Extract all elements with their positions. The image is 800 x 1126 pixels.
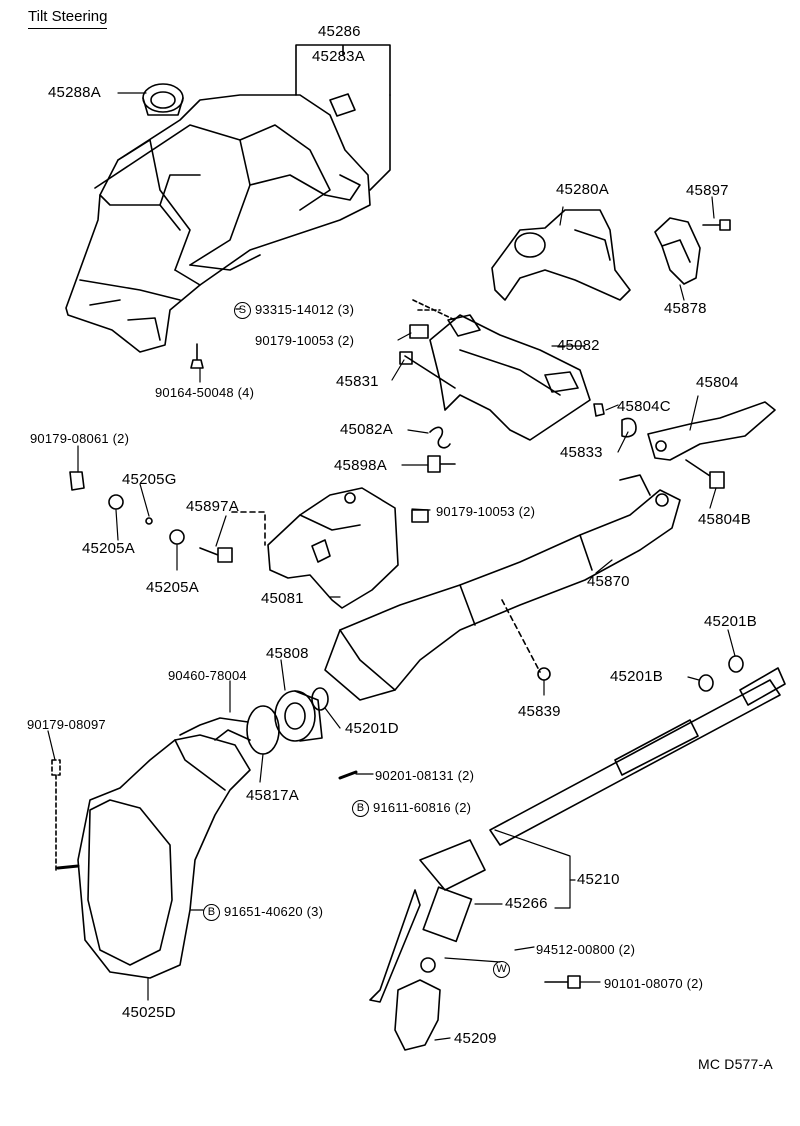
washer-45205A-a-illustration [108,494,124,510]
screw-90201-illustration [338,770,358,780]
ring-45201B-a-illustration [728,655,744,673]
label-45201B-a: 45201B [704,613,757,630]
label-90179-10053-b: 90179-10053 (2) [436,504,536,519]
label-45082A: 45082A [340,421,393,438]
screw-90179-08097-illustration [51,759,61,871]
label-45897A: 45897A [186,498,239,515]
part-45804C-illustration [593,403,605,417]
pin-45897A-illustration [199,547,233,563]
ring-45201B-b-illustration [698,674,714,692]
label-90179-08097: 90179-08097 [27,717,106,732]
label-91611-60816: B 91611-60816 (2) [352,799,472,818]
label-94512-00800: 94512-00800 (2) [536,942,636,957]
label-45205A-b: 45205A [146,579,199,596]
label-45839: 45839 [518,703,561,720]
part-45283A-illustration [329,93,356,117]
label-90179-10053-a: 90179-10053 (2) [255,333,355,348]
clamp-ring-45288A-illustration [142,83,184,116]
nut-90179-08061-illustration [69,471,85,491]
label-91651-text: 91651-40620 (3) [224,904,324,919]
part-45833-illustration [621,417,637,438]
part-45839-illustration [537,667,551,681]
nut-90179-10053-a-illustration [409,324,429,339]
part-45205G-illustration [145,517,153,525]
label-45897: 45897 [686,182,729,199]
label-45209: 45209 [454,1030,497,1047]
boot-45025D-illustration [77,717,251,979]
label-45205G: 45205G [122,471,177,488]
label-45280A: 45280A [556,181,609,198]
bracket-45280A-illustration [491,209,631,301]
symbol-b-icon: B [352,800,369,818]
diagram-code: MC D577-A [698,1056,773,1072]
label-93315-text: 93315-14012 (3) [255,302,355,317]
diagram-title: Tilt Steering [28,8,108,29]
label-45898A: 45898A [334,457,387,474]
label-45283A: 45283A [312,48,365,65]
ring-45817A-illustration [246,705,280,755]
label-45804B: 45804B [698,511,751,528]
label-94512-symbol: W [493,960,514,979]
bearing-45808-illustration [274,690,323,742]
bracket-45082-illustration [429,314,591,441]
leader-93315 [412,299,456,321]
symbol-w-icon: W [493,961,510,979]
label-45831: 45831 [336,373,379,390]
label-45025D: 45025D [122,1004,176,1021]
label-45205A-a: 45205A [82,540,135,557]
label-45288A: 45288A [48,84,101,101]
label-45804C: 45804C [617,398,671,415]
label-45266: 45266 [505,895,548,912]
column-tube-45870-illustration [324,474,681,701]
washer-45205A-b-illustration [169,529,185,545]
label-45210: 45210 [577,871,620,888]
label-45082: 45082 [557,337,600,354]
label-91651-40620: B 91651-40620 (3) [203,903,324,922]
shaft-45210-illustration [369,667,786,1003]
label-90164-50048: 90164-50048 (4) [155,385,255,400]
symbol-s-icon: S [234,302,251,320]
ring-45201D-illustration [311,687,329,711]
label-91611-text: 91611-60816 (2) [373,800,472,815]
label-45833: 45833 [560,444,603,461]
bracket-45081-illustration [267,487,399,609]
label-45286: 45286 [318,23,361,40]
cover-45878-illustration [654,217,701,285]
bolt-45898A-illustration [427,455,456,473]
label-45201D: 45201D [345,720,399,737]
screw-45897-illustration [702,219,731,231]
leader-45839 [501,599,541,673]
leader-lines [47,92,736,1041]
label-90101-08070: 90101-08070 (2) [604,976,704,991]
column-cover-illustration [65,94,371,369]
label-90201-08131: 90201-08131 (2) [375,768,475,783]
label-45878: 45878 [664,300,707,317]
label-45081: 45081 [261,590,304,607]
symbol-b-icon: B [203,904,220,922]
lever-45804-illustration [647,401,776,461]
joint-45209-illustration [394,957,441,1051]
label-45201B-b: 45201B [610,668,663,685]
leader-45286 [295,44,391,96]
bolt-90101-illustration [544,975,581,989]
label-45804: 45804 [696,374,739,391]
label-45817A: 45817A [246,787,299,804]
leader-45897A [231,511,266,546]
bolt-45831-illustration [399,351,456,389]
label-93315-14012: S 93315-14012 (3) [234,301,355,320]
leader-45286-cover [369,94,391,191]
label-45808: 45808 [266,645,309,662]
label-45870: 45870 [587,573,630,590]
spring-45082A-illustration [429,426,451,449]
label-90460-78004: 90460-78004 [168,668,247,683]
bolt-45804B-illustration [685,459,725,489]
label-90179-08061: 90179-08061 (2) [30,431,130,446]
stud-illustration [56,864,80,870]
nut-90179-10053-b-illustration [411,509,429,523]
